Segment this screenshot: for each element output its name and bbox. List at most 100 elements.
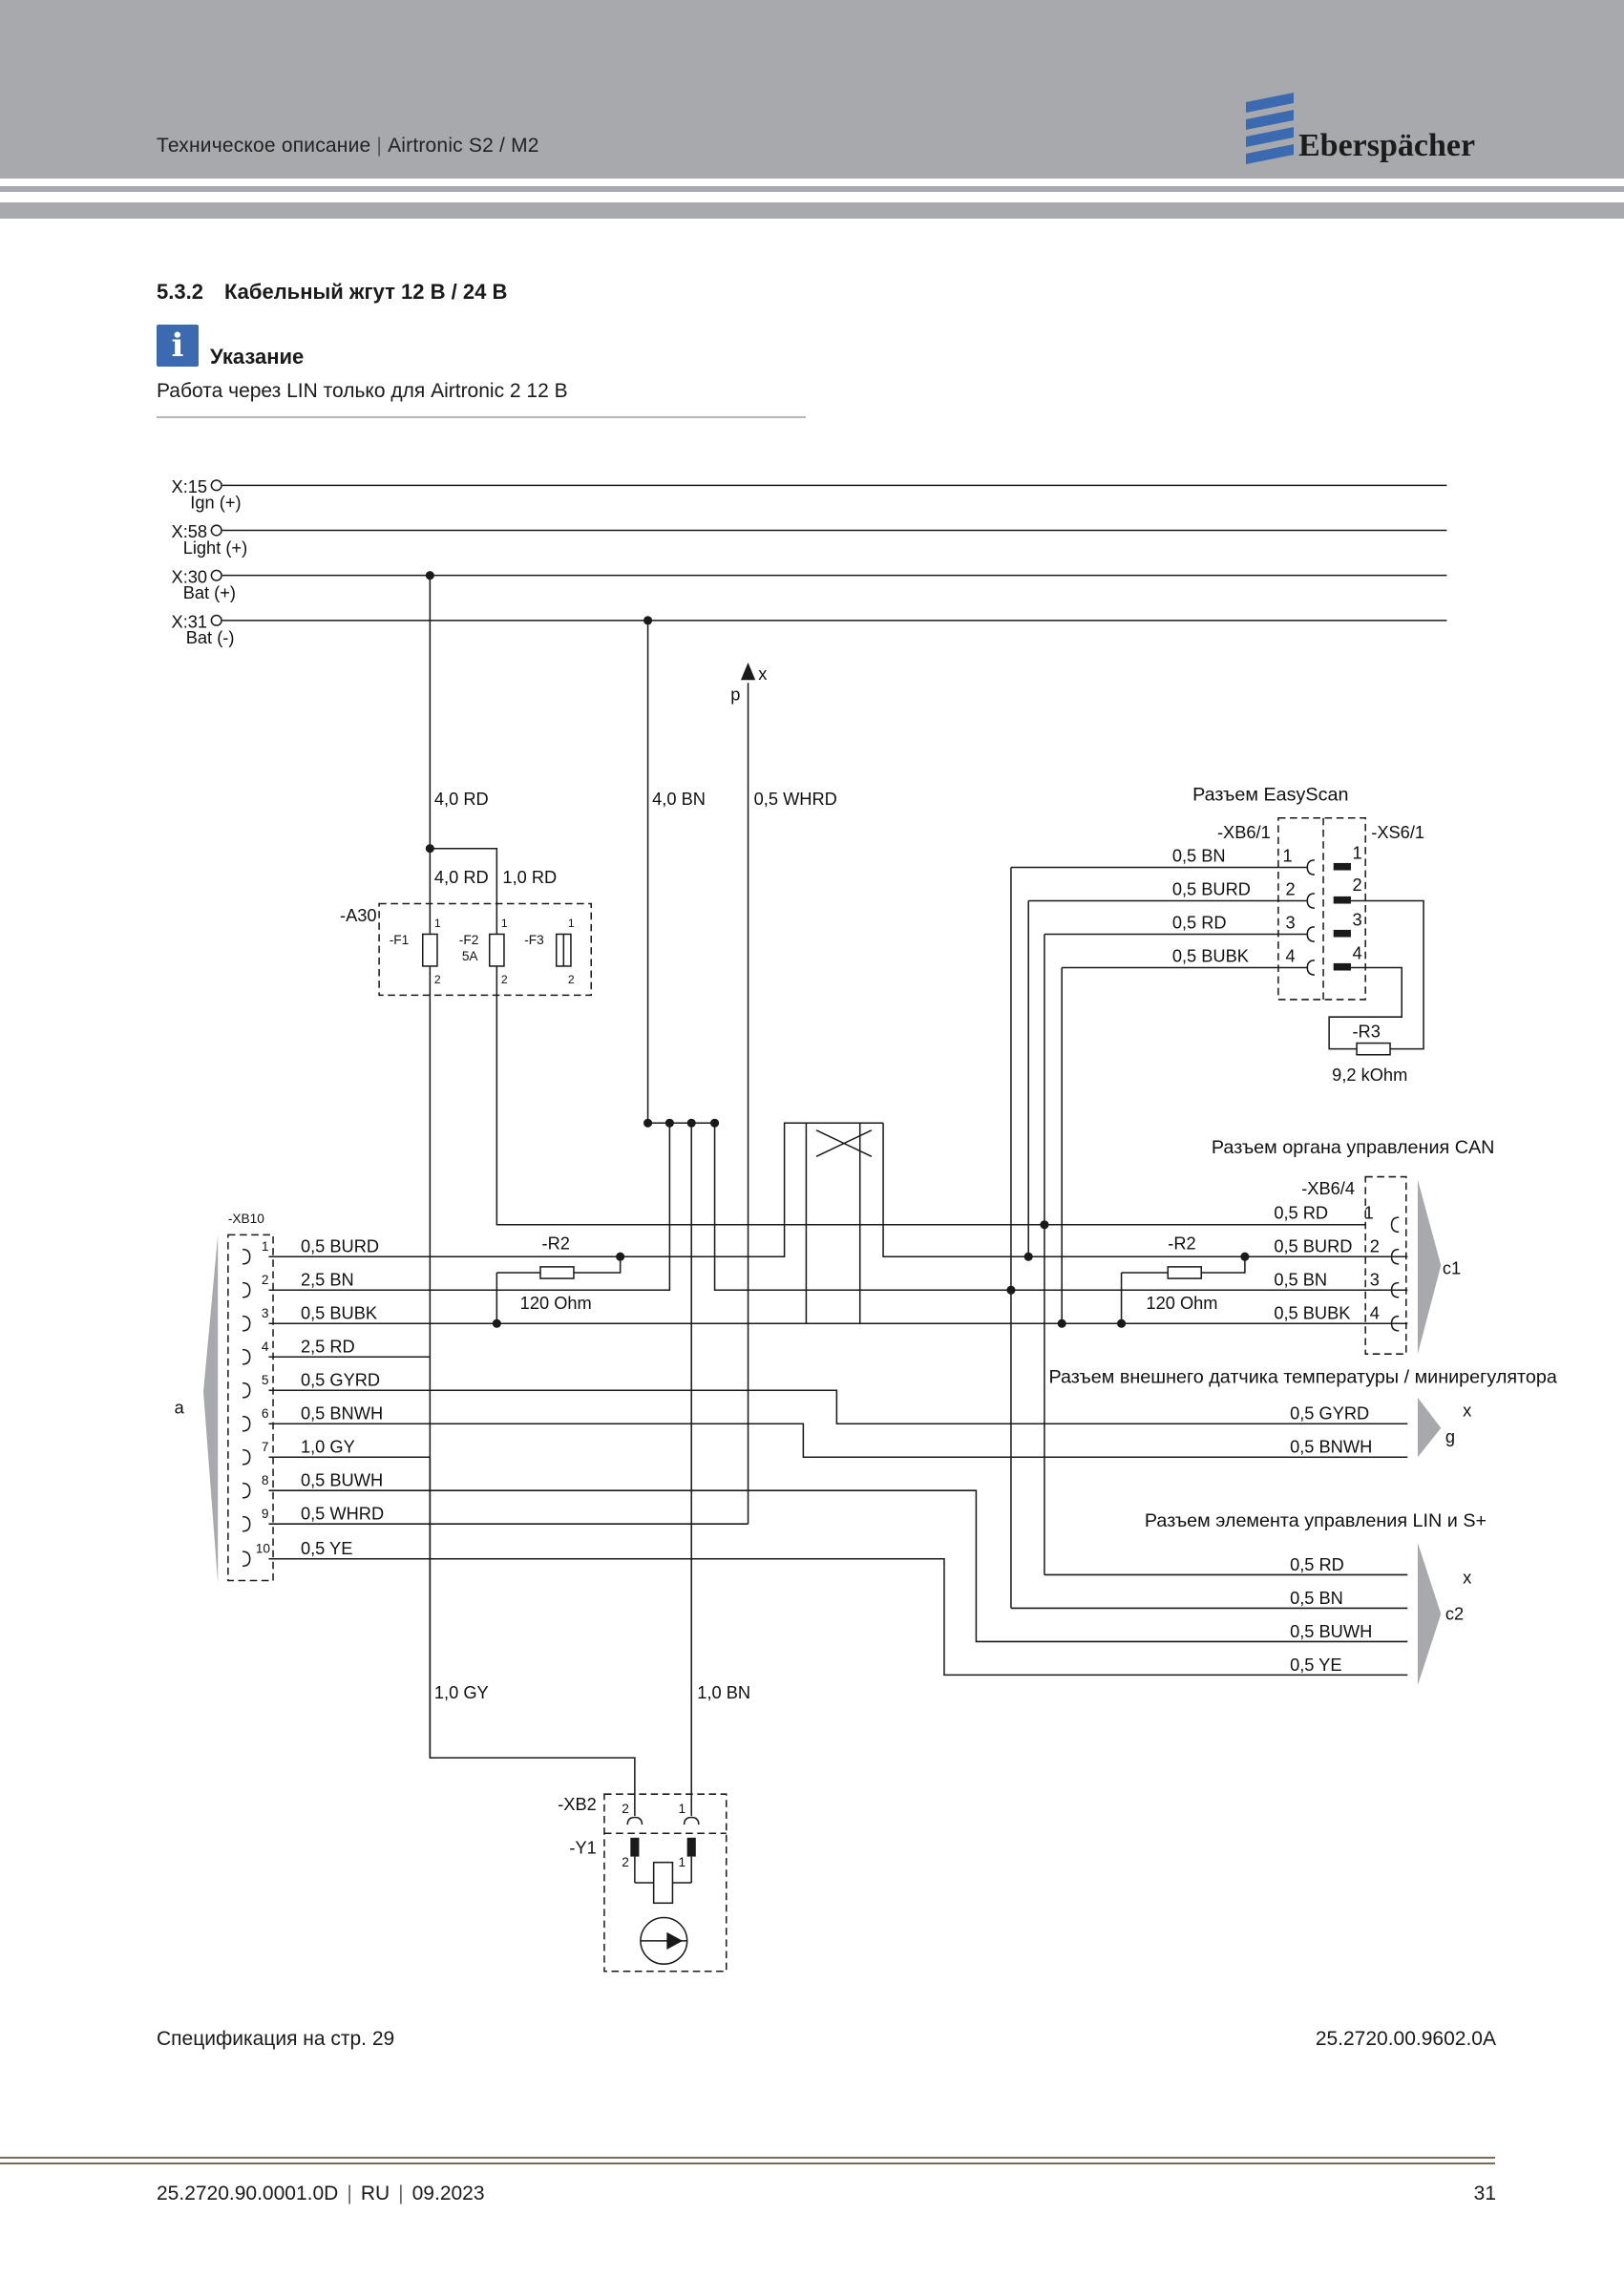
pin-number: 3	[1370, 1270, 1380, 1290]
wire-label: 1,0 BN	[697, 1682, 750, 1702]
wire-label: 0,5 BURD	[301, 1236, 379, 1256]
pin-number: 1	[679, 1802, 686, 1816]
footer-doc-number: 25.2720.90.0001.0D	[157, 2183, 339, 2204]
connector-title: Разъем органа управления CAN	[1212, 1137, 1495, 1158]
wire-label: 4,0 BN	[652, 789, 706, 809]
wire-label: 1,0 RD	[502, 867, 557, 887]
terminal-id: X:30	[172, 566, 208, 586]
title-separator: |	[376, 135, 383, 157]
connector-title: Разъем элемента управления LIN и S+	[1145, 1510, 1487, 1531]
wire-label: 2,5 RD	[301, 1337, 355, 1357]
wire-label: 0,5 BN	[1172, 845, 1226, 865]
resistor-value: 120 Ohm	[520, 1293, 592, 1313]
product-name: Airtronic S2 / M2	[388, 135, 539, 157]
fuse-id: -F3	[524, 933, 544, 947]
wire-label: 0,5 BNWH	[301, 1403, 383, 1424]
pin-number: 4	[262, 1339, 269, 1354]
wire-label: 0,5 RD	[1290, 1554, 1344, 1574]
pin-number: 1	[679, 1855, 686, 1869]
terminal-label: Ign (+)	[190, 493, 241, 513]
fuse-id: -F2	[459, 933, 479, 947]
fuse-pin: 2	[568, 973, 575, 986]
pin-number: 9	[262, 1507, 269, 1521]
wire-label: 0,5 GYRD	[301, 1370, 380, 1390]
temp-chevron	[1417, 1397, 1442, 1458]
footer-language: RU	[360, 2183, 390, 2204]
footer-separator: |	[347, 2183, 352, 2204]
header-stripe	[0, 192, 1624, 202]
x-label: x	[758, 664, 767, 684]
wire-label: 0,5 WHRD	[754, 789, 837, 809]
p-label: p	[730, 685, 740, 705]
wire-label: 0,5 BUBK	[301, 1303, 377, 1323]
pin-number: 1	[1282, 845, 1292, 865]
eberspaecher-logo-icon	[1246, 93, 1294, 164]
pin-number: 4	[1352, 942, 1361, 962]
footer-divider	[0, 2162, 1495, 2164]
side-label: g	[1445, 1426, 1455, 1446]
pin-number: 8	[262, 1473, 269, 1487]
page-number: 31	[1473, 2183, 1496, 2204]
pin-number: 3	[262, 1306, 269, 1320]
wire-label: 0,5 BN	[1290, 1588, 1343, 1608]
x-label: x	[1463, 1401, 1471, 1421]
section-title-text: Кабельный жгут 12 В / 24 В	[223, 280, 508, 304]
resistor-id: -R2	[542, 1234, 570, 1254]
fuse-box-id: -A30	[340, 905, 377, 925]
fuse-rating: 5A	[462, 949, 479, 963]
wire-label: 0,5 GYRD	[1290, 1403, 1369, 1424]
wire-label: 0,5 WHRD	[301, 1504, 384, 1524]
pin-number: 1	[1352, 842, 1361, 862]
wire-label: 0,5 BN	[1274, 1270, 1327, 1290]
wire-label: 0,5 BURD	[1274, 1236, 1352, 1256]
wire-label: 0,5 BUBK	[1274, 1303, 1350, 1323]
wire-label: 1,0 GY	[434, 1682, 489, 1702]
pin-number: 3	[1352, 909, 1361, 929]
terminal-label: Bat (-)	[186, 627, 235, 647]
wire-label: 2,5 BN	[301, 1270, 354, 1290]
fuse-pin: 1	[501, 917, 508, 930]
connector-title: Разъем EasyScan	[1192, 784, 1348, 805]
fuse-pin: 2	[434, 973, 441, 986]
connector-id: -XB6/4	[1301, 1178, 1355, 1198]
wire-label: 0,5 RD	[1274, 1203, 1328, 1223]
pin-number: 5	[262, 1373, 269, 1387]
fuse-pin: 1	[568, 917, 575, 930]
wire-label: 4,0 RD	[434, 789, 489, 809]
wire-label: 0,5 BNWH	[1290, 1437, 1372, 1457]
x-label: x	[1463, 1568, 1471, 1588]
pump-id: -Y1	[569, 1838, 596, 1858]
pin-number: 2	[1370, 1236, 1380, 1256]
wire-label: 0,5 YE	[1290, 1655, 1341, 1675]
resistor-value: 9,2 kOhm	[1332, 1065, 1407, 1085]
resistor-value: 120 Ohm	[1146, 1293, 1217, 1313]
pin-number: 1	[262, 1239, 269, 1254]
wire-label: 4,0 RD	[434, 867, 489, 887]
info-icon: i	[157, 325, 199, 367]
resistor-id: -R3	[1352, 1021, 1380, 1041]
xb10-chevron	[203, 1234, 219, 1584]
terminal-label: Bat (+)	[183, 582, 236, 602]
pin-number: 2	[1352, 875, 1361, 895]
wire-label: 0,5 BURD	[1172, 878, 1251, 898]
pin-number: 3	[1285, 912, 1295, 932]
brand-name: Eberspächer	[1298, 128, 1476, 163]
connector-id: -XB6/1	[1217, 822, 1271, 842]
pin-number: 2	[622, 1855, 629, 1869]
header-stripe	[0, 202, 1624, 219]
resistor-id: -R2	[1168, 1234, 1195, 1254]
side-label: c1	[1443, 1257, 1461, 1277]
pin-number: 2	[262, 1273, 269, 1287]
wire-label: 0,5 YE	[301, 1538, 352, 1558]
wire-label: 0,5 BUWH	[1290, 1621, 1372, 1641]
drawing-number: 25.2720.00.9602.0A	[1315, 2028, 1496, 2050]
terminal-label: Light (+)	[183, 538, 247, 558]
note-divider	[157, 416, 806, 418]
header-stripe	[0, 186, 1624, 192]
footer-info: 25.2720.90.0001.0D|RU|09.2023	[157, 2183, 485, 2205]
document-title: Техническое описание|Airtronic S2 / M2	[157, 135, 539, 158]
connector-id: -XB10	[228, 1212, 264, 1226]
fuse-pin: 1	[434, 917, 441, 930]
pin-number: 2	[1285, 878, 1295, 898]
